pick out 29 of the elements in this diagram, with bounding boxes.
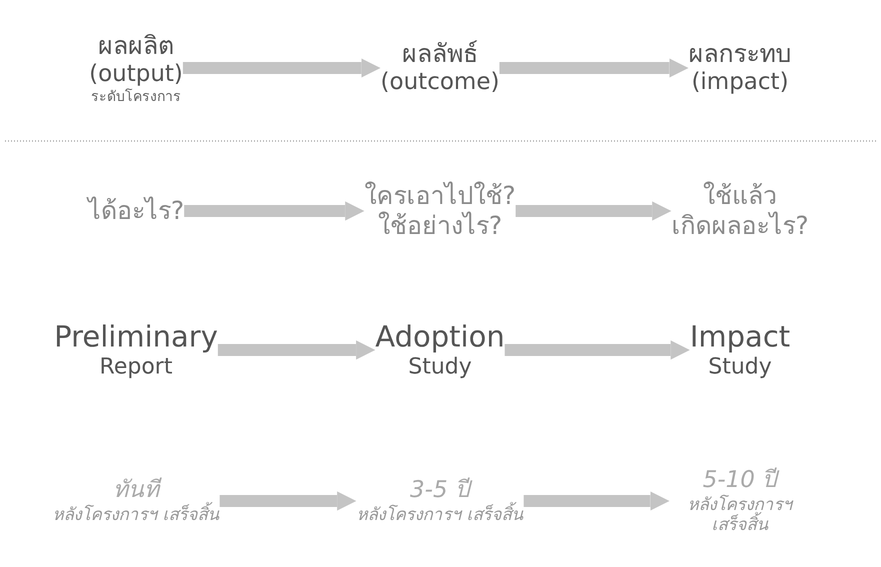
heading: ผลลัพธ์ xyxy=(402,39,478,70)
timeframe-note: หลังโครงการฯ เสร็จสิ้น xyxy=(686,494,794,536)
heading-subtitle: (output) xyxy=(89,60,183,88)
timeframe-note: หลังโครงการฯ เสร็จสิ้น xyxy=(52,504,220,525)
arrow xyxy=(182,58,381,78)
study-title: Preliminary xyxy=(54,319,218,354)
arrow xyxy=(184,201,364,221)
heading-subtitle: (outcome) xyxy=(380,69,500,97)
timeframe: 5-10 ปี xyxy=(702,466,778,494)
study-subtitle: Study xyxy=(408,354,472,381)
heading: ผลผลิต xyxy=(98,30,174,61)
note: ระดับโครงการ xyxy=(91,88,181,106)
arrow xyxy=(516,201,672,221)
arrow xyxy=(504,340,690,360)
heading-subtitle: (impact) xyxy=(691,69,789,97)
question-text: ใครเอาไปใช้? ใช้อย่างไร? xyxy=(364,181,516,241)
arrow xyxy=(524,491,670,511)
timeframe: 3-5 ปี xyxy=(410,477,470,505)
question-text: ได้อะไร? xyxy=(88,196,184,226)
study-title: Adoption xyxy=(375,319,505,354)
study-subtitle: Report xyxy=(100,354,172,381)
study-subtitle: Study xyxy=(708,354,772,381)
arrow xyxy=(220,491,356,511)
timeframe-note: หลังโครงการฯ เสร็จสิ้น xyxy=(356,504,524,525)
question-text: ใช้แล้ว เกิดผลอะไร? xyxy=(671,181,809,241)
heading: ผลกระทบ xyxy=(688,39,792,70)
arrow xyxy=(218,340,376,360)
study-title: Impact xyxy=(690,319,790,354)
arrow xyxy=(499,58,688,78)
